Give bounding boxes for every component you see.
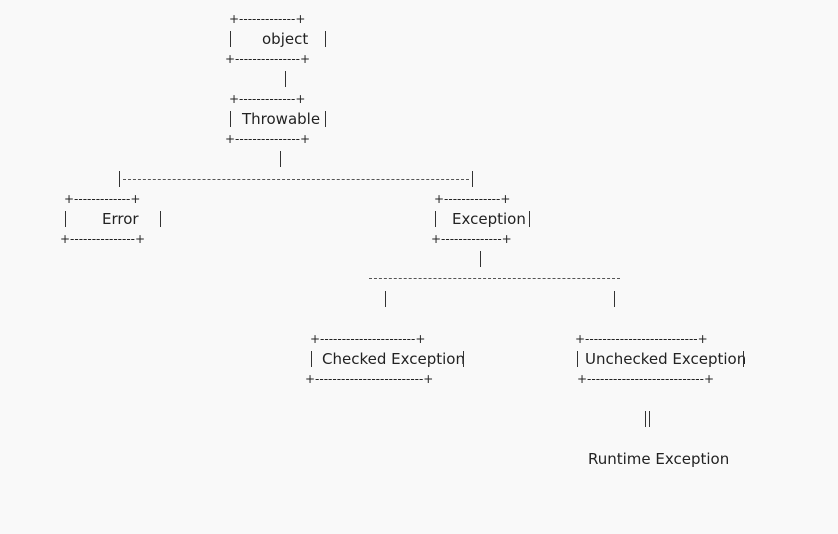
object-node-label: object (262, 30, 309, 48)
runtime-exception-label: Runtime Exception (588, 450, 730, 468)
checked-box-top: +----------------------+ (310, 332, 426, 346)
object-box-left-edge (230, 31, 231, 47)
branch-left-tick (119, 171, 120, 187)
exception-node-label: Exception (452, 210, 526, 228)
exception-box-bottom: +--------------+ (431, 232, 512, 246)
branch-right-tick (472, 171, 473, 187)
double-bar-left (645, 411, 646, 427)
connector-to-checked (385, 291, 386, 307)
exception-box-top: +-------------+ (434, 192, 511, 206)
throwable-box-bottom: +---------------+ (225, 132, 311, 146)
unchecked-box-top: +--------------------------+ (575, 332, 708, 346)
throwable-box-top: +-------------+ (229, 92, 306, 106)
error-box-right-edge (160, 211, 161, 227)
unchecked-box-bottom: +---------------------------+ (577, 372, 715, 386)
error-box-top: +-------------+ (64, 192, 141, 206)
unchecked-exception-label: Unchecked Exception (585, 350, 747, 368)
connector-object-throwable (285, 71, 286, 87)
checked-exception-label: Checked Exception (322, 350, 465, 368)
checked-box-right-edge (463, 351, 464, 367)
exception-branch-line (369, 278, 620, 279)
throwable-node-label: Throwable (242, 110, 321, 128)
connector-throwable-branch (280, 151, 281, 167)
throwable-box-left-edge (230, 111, 231, 127)
unchecked-box-left-edge (577, 351, 578, 367)
error-box-bottom: +---------------+ (60, 232, 146, 246)
exception-box-right-edge (529, 211, 530, 227)
object-box-bottom: +---------------+ (225, 52, 311, 66)
throwable-box-right-edge (325, 111, 326, 127)
connector-to-unchecked (614, 291, 615, 307)
object-box-top: +-------------+ (229, 12, 306, 26)
checked-box-bottom: +-------------------------+ (305, 372, 434, 386)
object-box-right-edge (325, 31, 326, 47)
unchecked-box-right-edge (743, 351, 744, 367)
exception-box-left-edge (435, 211, 436, 227)
connector-exception-branch (480, 251, 481, 267)
branch-horizontal-line (123, 179, 469, 180)
checked-box-left-edge (311, 351, 312, 367)
error-box-left-edge (65, 211, 66, 227)
double-bar-right (649, 411, 650, 427)
error-node-label: Error (102, 210, 139, 228)
